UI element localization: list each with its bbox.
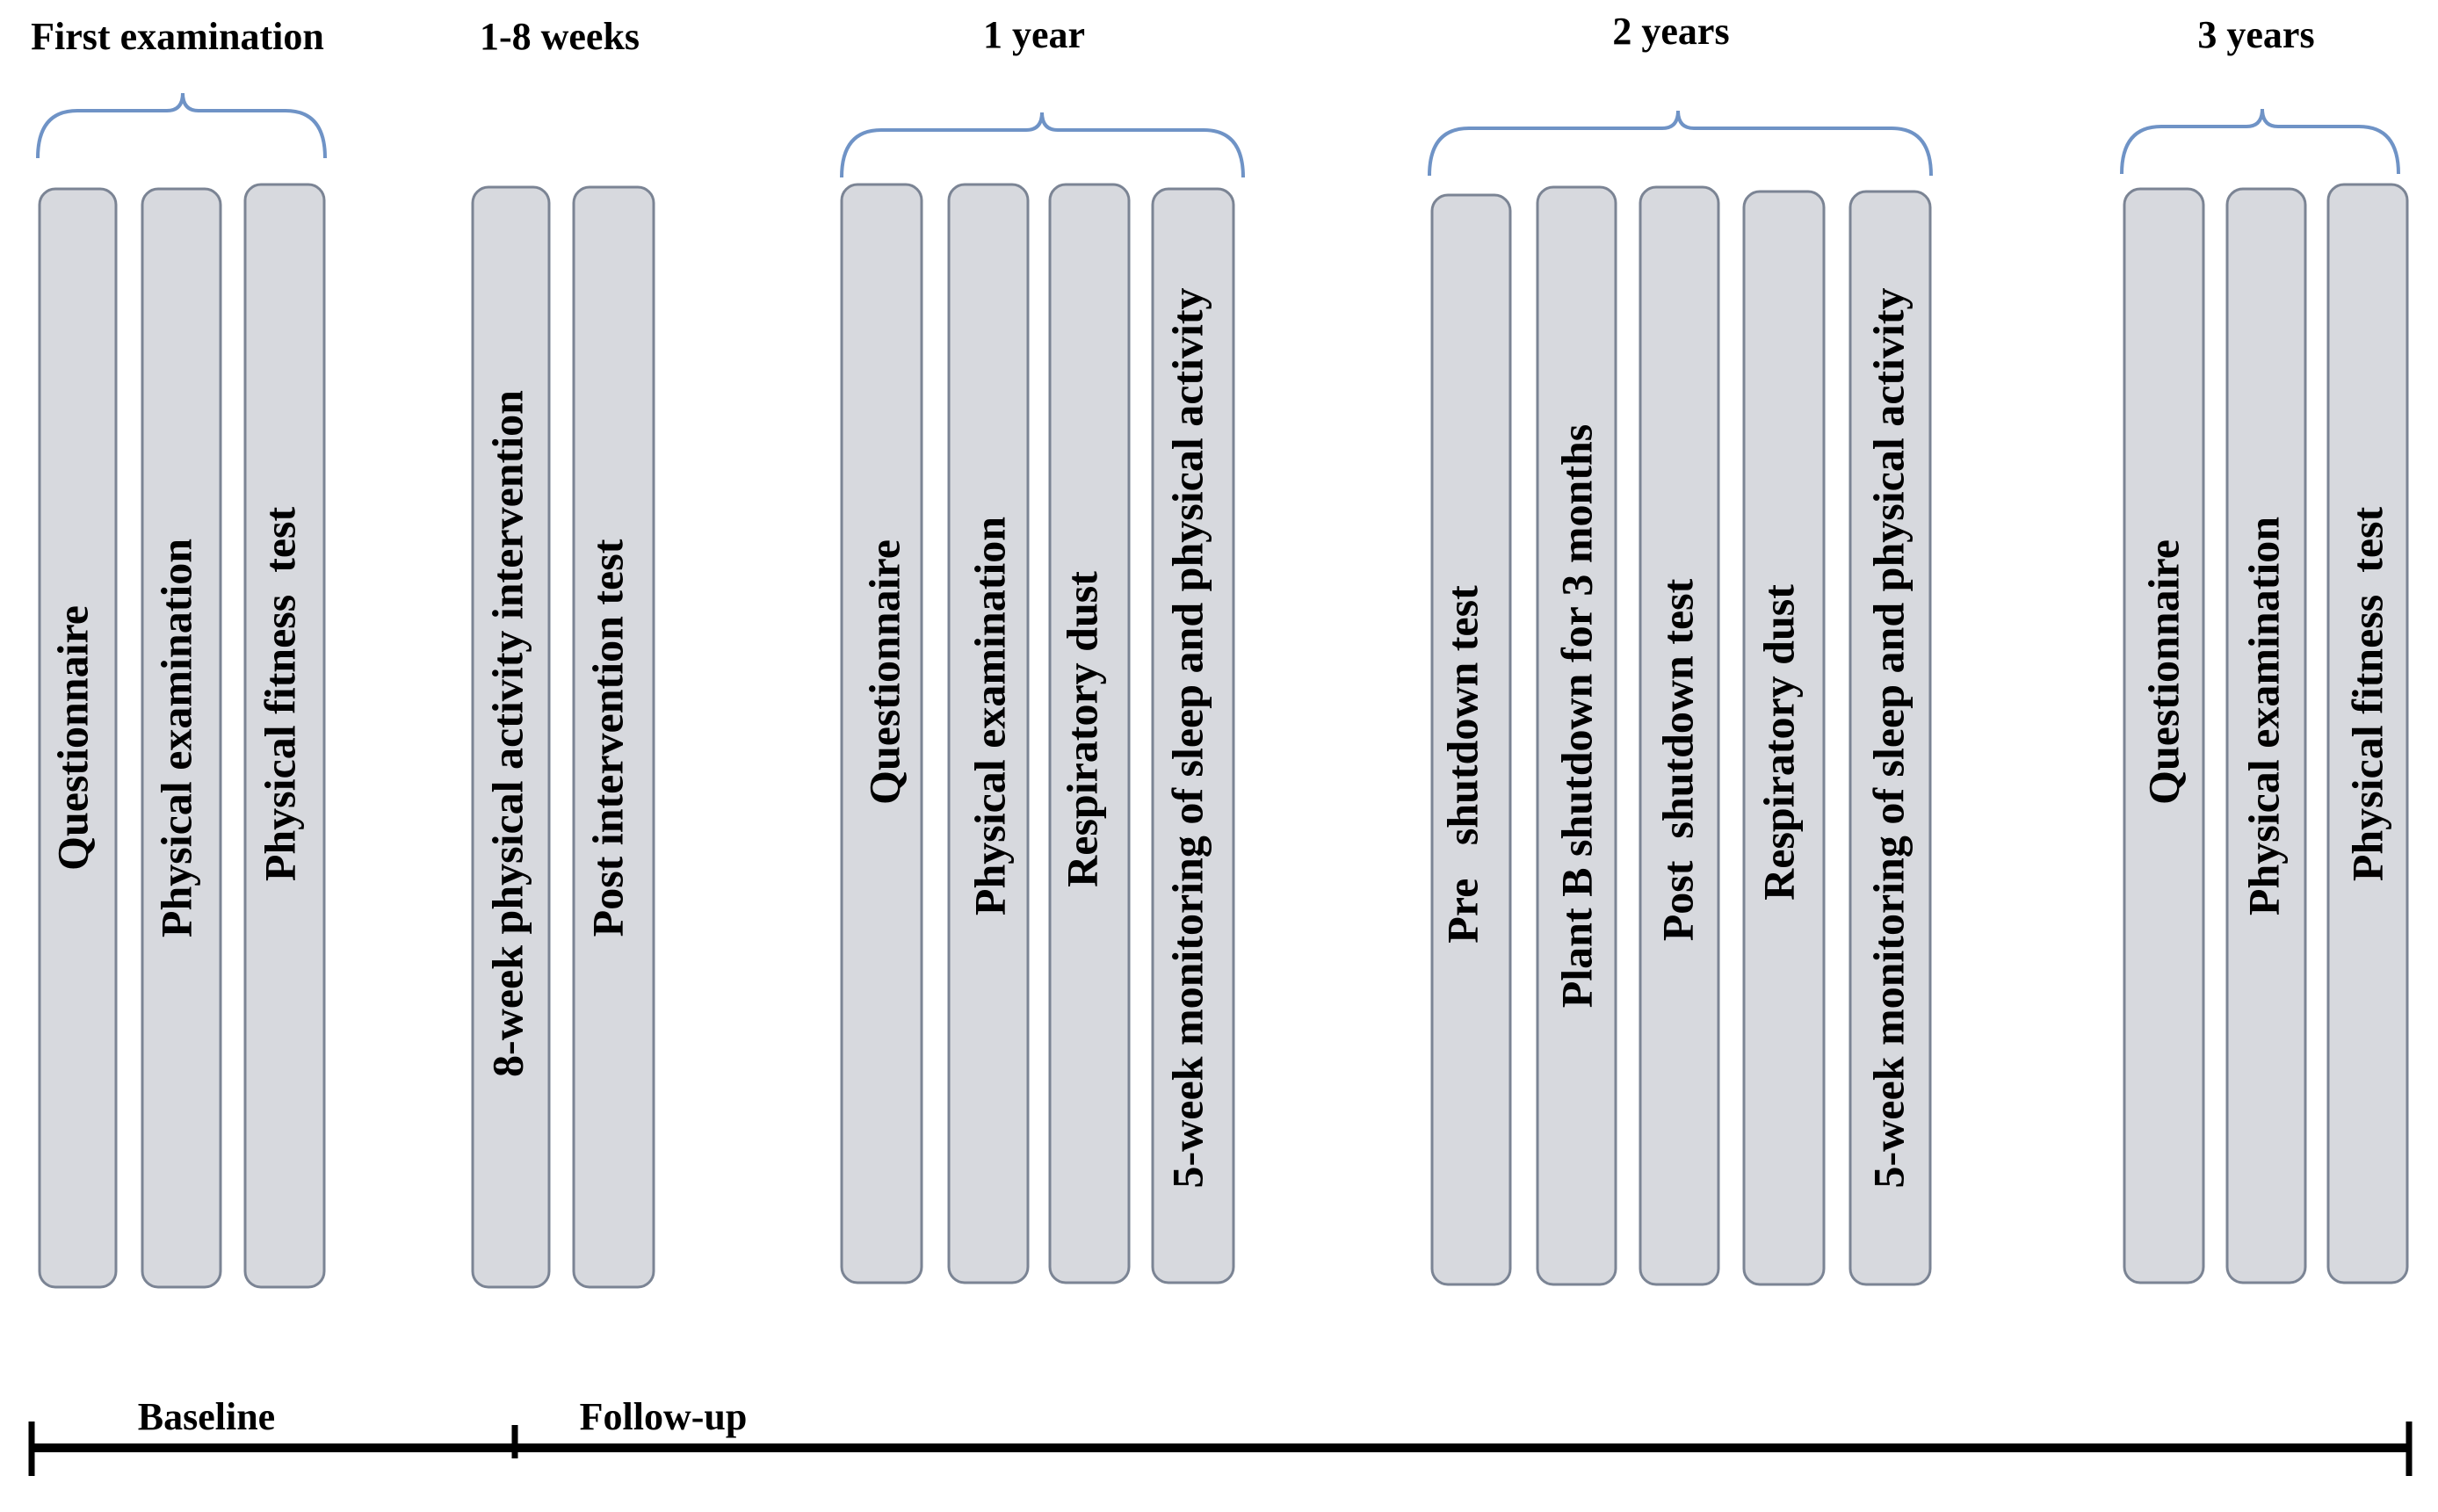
bar-label: Pre shutdown test [1437, 585, 1487, 944]
group-label-3-years: 3 years [2197, 13, 2314, 56]
bar-label: Plant B shutdown for 3 months [1552, 424, 1601, 1009]
group-3-years: 3 years Questionnaire Physical examinati… [2120, 13, 2409, 1284]
bar-physical-fitness-test-3-years: Physical fitness test [2326, 183, 2409, 1284]
bar-post-intervention-test: Post intervention test [572, 185, 655, 1289]
bar-label: Physical fitness test [2342, 506, 2391, 881]
bar-physical-fitness-test-baseline: Physical fitness test [243, 183, 326, 1289]
bar-label: 5-week monitoring of sleep and physical … [1863, 288, 1913, 1189]
bar-physical-examination-baseline: Physical examination [141, 187, 222, 1289]
brace-3-years [2120, 108, 2400, 175]
bar-label: Physical examination [2239, 517, 2288, 915]
timeline-followup-label: Follow-up [580, 1395, 748, 1438]
bar-label: 5-week monitoring of sleep and physical … [1162, 288, 1212, 1189]
group-label-1-8-weeks: 1-8 weeks [480, 15, 640, 58]
brace-1-year [840, 112, 1245, 178]
group-1-year: 1 year Questionnaire Physical examinatio… [840, 13, 1245, 1284]
bar-respiratory-dust-2-years: Respiratory dust [1742, 190, 1826, 1286]
bar-plant-b-shutdown: Plant B shutdown for 3 months [1536, 185, 1617, 1286]
bar-physical-examination-1-year: Physical examination [947, 183, 1030, 1284]
bar-label: 8-week physical activity intervention [482, 390, 532, 1077]
bar-questionnaire-baseline: Questionnaire [38, 187, 118, 1289]
group-label-1-year: 1 year [983, 13, 1085, 56]
bar-questionnaire-1-year: Questionnaire [840, 183, 923, 1284]
bar-5-week-monitoring-2-years: 5-week monitoring of sleep and physical … [1848, 190, 1932, 1286]
bar-8-week-physical-activity-intervention: 8-week physical activity intervention [471, 185, 551, 1289]
bar-pre-shutdown-test: Pre shutdown test [1430, 193, 1512, 1286]
bar-label: Questionnaire [47, 605, 97, 871]
group-first-examination: First examination Questionnaire Physical… [31, 15, 327, 1289]
bar-respiratory-dust-1-year: Respiratory dust [1048, 183, 1131, 1284]
group-label-2-years: 2 years [1612, 10, 1729, 53]
bar-label: Post shutdown test [1653, 578, 1702, 941]
group-2-years: 2 years Pre shutdown test Plant B shutdo… [1428, 10, 1933, 1286]
bar-label: Questionnaire [2138, 539, 2188, 805]
bar-label: Questionnaire [859, 539, 908, 805]
bar-label: Physical fitness test [255, 506, 304, 881]
timeline-baseline-label: Baseline [138, 1395, 275, 1438]
bar-label: Respiratory dust [1754, 584, 1803, 901]
bar-label: Physical examination [965, 517, 1014, 915]
group-label-first-examination: First examination [31, 15, 324, 58]
bar-physical-examination-3-years: Physical examination [2225, 187, 2307, 1284]
bar-label: Respiratory dust [1057, 571, 1106, 887]
bar-questionnaire-3-years: Questionnaire [2123, 187, 2205, 1284]
bar-label: Post intervention test [582, 539, 632, 937]
brace-2-years [1428, 110, 1933, 177]
brace-first-examination [36, 92, 327, 159]
bar-label: Physical examination [151, 539, 200, 937]
bar-post-shutdown-test: Post shutdown test [1639, 185, 1720, 1286]
group-1-8-weeks: 1-8 weeks 8-week physical activity inter… [471, 15, 655, 1289]
bar-5-week-monitoring-1-year: 5-week monitoring of sleep and physical … [1151, 187, 1235, 1284]
timeline-axis: Baseline Follow-up [28, 1395, 2413, 1476]
